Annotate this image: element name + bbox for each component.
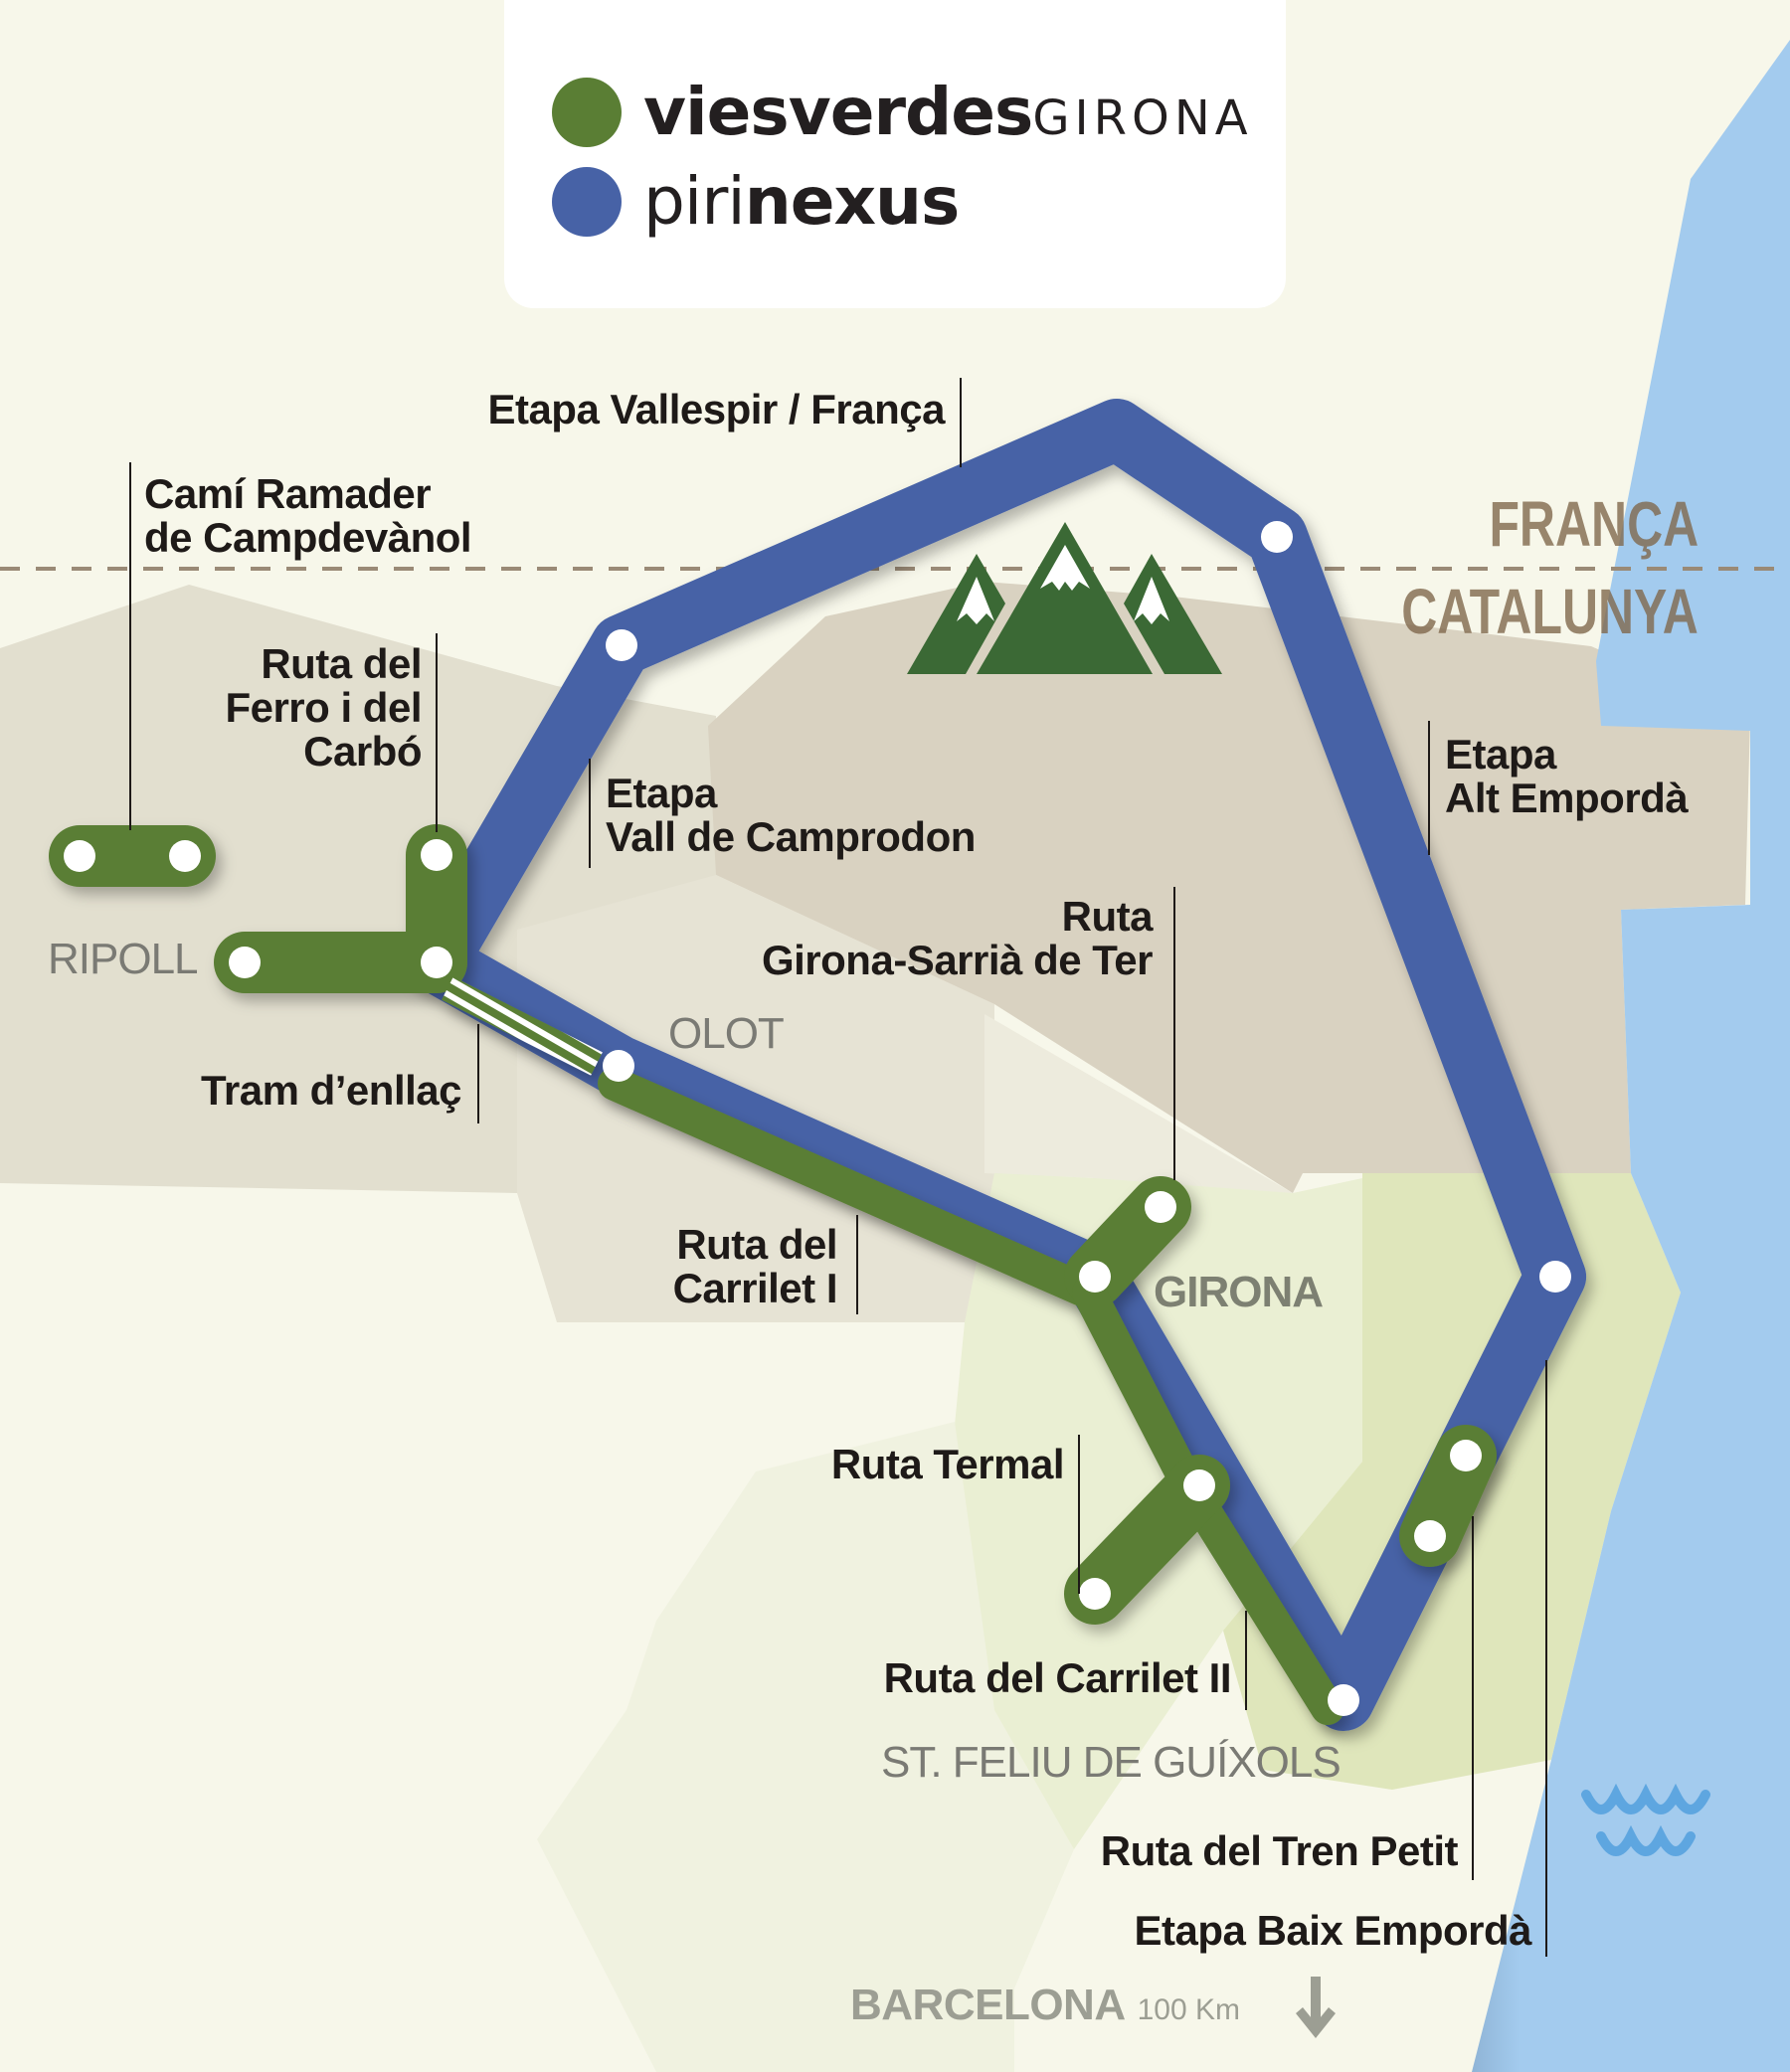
- leader-line: [129, 462, 131, 830]
- label-alt-emporda[interactable]: Etapa Alt Empordà: [1445, 731, 1689, 821]
- label-baix-emporda[interactable]: Etapa Baix Empordà: [1134, 1907, 1532, 1954]
- girona-wordmark: GIRONA: [1032, 90, 1253, 146]
- blue-dot-icon: [552, 166, 622, 237]
- station-dots: [64, 521, 1571, 1716]
- label-catalonia: CATALUNYA: [1401, 576, 1699, 647]
- leader-line: [960, 378, 962, 467]
- green-dot-icon: [552, 77, 622, 147]
- town-st-feliu: ST. FELIU DE GUÍXOLS: [881, 1738, 1342, 1787]
- label-ferro-carbo[interactable]: Ruta del Ferro i del Carbó: [225, 640, 422, 775]
- leader-line: [856, 1215, 858, 1314]
- leader-line: [436, 633, 438, 832]
- label-vallespir[interactable]: Etapa Vallespir / França: [487, 386, 945, 432]
- sea-waves-icon: [1581, 1783, 1710, 1856]
- leader-line: [1472, 1516, 1474, 1880]
- viesverdes-wordmark: viesverdes: [643, 74, 1033, 150]
- leader-line: [1173, 887, 1175, 1180]
- pirinexus-logo: pirinexus: [552, 163, 961, 240]
- leader-line: [1545, 1360, 1547, 1957]
- label-france: FRANÇA: [1489, 488, 1699, 560]
- leader-line: [1245, 1611, 1247, 1710]
- label-cami-ramader[interactable]: Camí Ramader de Campdevànol: [144, 470, 472, 561]
- label-camprodon[interactable]: Etapa Vall de Camprodon: [606, 770, 976, 860]
- barcelona-label: BARCELONA: [850, 1981, 1126, 2029]
- logo-panel: viesverdesGIRONA pirinexus: [504, 0, 1286, 308]
- arrow-down-icon: [1296, 1977, 1336, 2038]
- mountains-icon: [907, 522, 1222, 674]
- label-tram-enllac[interactable]: Tram d’enllaç: [201, 1067, 461, 1114]
- sea: [1472, 40, 1790, 2072]
- label-carrilet-2[interactable]: Ruta del Carrilet II: [883, 1654, 1232, 1701]
- town-olot: OLOT: [668, 1009, 785, 1058]
- nexus-wordmark: nexus: [744, 163, 961, 240]
- leader-line: [477, 1024, 479, 1123]
- piri-wordmark: piri: [643, 163, 746, 240]
- label-termal[interactable]: Ruta Termal: [830, 1441, 1065, 1487]
- label-tren-petit[interactable]: Ruta del Tren Petit: [1100, 1827, 1459, 1874]
- leader-line: [589, 759, 591, 868]
- label-carrilet-1[interactable]: Ruta del Carrilet I: [672, 1221, 838, 1311]
- label-sarria-ter[interactable]: Ruta Girona-Sarrià de Ter: [761, 893, 1154, 983]
- town-ripoll: RIPOLL: [48, 935, 199, 983]
- viesverdes-logo: viesverdesGIRONA: [552, 74, 1253, 150]
- leader-line: [1428, 721, 1430, 855]
- barcelona-distance: 100 Km: [1137, 1993, 1240, 2026]
- barcelona-direction: BARCELONA 100 Km: [850, 1981, 1240, 2030]
- town-girona: GIRONA: [1154, 1268, 1324, 1316]
- leader-line: [1078, 1435, 1080, 1594]
